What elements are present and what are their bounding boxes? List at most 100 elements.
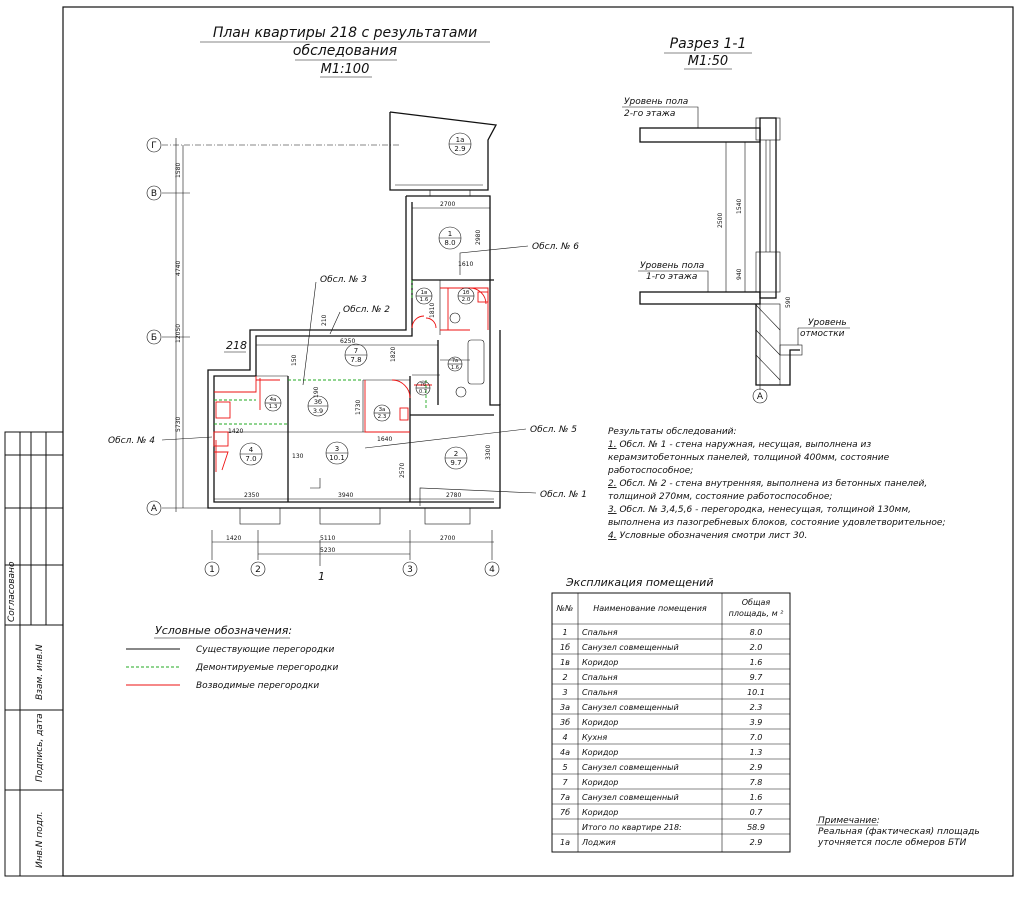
section-dim-590: 590 xyxy=(785,296,792,308)
plan-title: План квартиры 218 с результатами обследо… xyxy=(200,25,490,78)
cell-num: 7 xyxy=(562,778,568,787)
dim-210: 210 xyxy=(321,314,328,326)
results-line-4: 2. Обсл. № 2 - стена внутренняя, выполне… xyxy=(608,479,927,489)
results-line-2: керамзитобетонных панелей, толщиной 400м… xyxy=(608,453,890,463)
cell-name: Спальня xyxy=(582,628,618,637)
svg-text:2: 2 xyxy=(454,450,458,458)
plan-title-line1: План квартиры 218 с результатами xyxy=(213,25,477,41)
dim-2570: 2570 xyxy=(399,463,406,478)
axis-row-a xyxy=(146,500,162,516)
cell-area: 7.0 xyxy=(750,733,763,742)
cell-name: Кухня xyxy=(582,733,607,742)
axis-col-4 xyxy=(484,561,500,577)
cell-area: 2.0 xyxy=(750,643,763,652)
cell-num: 5 xyxy=(562,763,567,772)
cell-area: 1.6 xyxy=(750,793,763,802)
cell-num: 2 xyxy=(562,673,567,682)
section-axis-a-label: А xyxy=(757,392,764,402)
section-scale: М1:50 xyxy=(688,54,728,69)
dim-1820: 1820 xyxy=(390,347,397,362)
cell-name: Коридор xyxy=(582,658,618,667)
cell-name: Санузел совмещенный xyxy=(582,643,679,652)
dim-3940: 3940 xyxy=(338,492,353,499)
svg-text:7а: 7а xyxy=(452,358,458,364)
callout-obsl-6: Обсл. № 6 xyxy=(459,242,579,275)
level-ground-line1: Уровень xyxy=(808,318,847,328)
section-dim-2500: 2500 xyxy=(717,213,724,228)
svg-text:Обсл. № 3: Обсл. № 3 xyxy=(320,275,367,285)
explication-header-num: №№ xyxy=(556,604,574,613)
dim-left-4740: 4740 xyxy=(175,261,182,276)
cell-area: 1.3 xyxy=(750,748,763,757)
room-marker-1a: 1а 2.9 xyxy=(448,132,472,156)
svg-text:2.0: 2.0 xyxy=(462,297,471,303)
explication-header-area-1: Общая xyxy=(742,598,771,607)
explication-header-area-2: площадь, м ² xyxy=(729,609,785,618)
svg-text:1б: 1б xyxy=(463,290,470,296)
svg-text:Обсл. № 1: Обсл. № 1 xyxy=(540,490,587,500)
cell-area: 1.6 xyxy=(750,658,763,667)
cell-num: 7а xyxy=(560,793,570,802)
room-marker-1: 1 8.0 xyxy=(438,226,462,250)
dim-2980: 2980 xyxy=(475,230,482,245)
cell-name: Итого по квартире 218: xyxy=(582,823,682,832)
results-line-8: 4. Условные обозначения смотри лист 30. xyxy=(608,531,807,541)
legend-title: Условные обозначения: xyxy=(155,624,292,637)
room-marker-3a: 3а 2.3 xyxy=(373,404,391,422)
floor-plan: Г В Б А 1580 4740 12050 5730 xyxy=(108,111,587,583)
axis-col-4-label: 4 xyxy=(489,565,495,575)
cell-name: Спальня xyxy=(582,673,618,682)
cell-num: 3 xyxy=(562,688,567,697)
dim-6250: 6250 xyxy=(340,338,355,345)
dim-bottom-5230: 5230 xyxy=(320,547,335,554)
section-drawing: А Уровень пола 2-го этажа Уровень пола 1… xyxy=(622,97,850,404)
stamp-label-podpis: Подпись, дата xyxy=(35,713,45,782)
note: Примечание: Реальная (фактическая) площа… xyxy=(816,816,980,848)
svg-text:2.9: 2.9 xyxy=(454,145,465,153)
plan-scale: М1:100 xyxy=(321,62,370,77)
svg-text:1в: 1в xyxy=(421,290,428,296)
cell-name: Коридор xyxy=(582,808,618,817)
svg-text:7.0: 7.0 xyxy=(245,455,256,463)
svg-text:1.6: 1.6 xyxy=(420,297,429,303)
dim-left-1580: 1580 xyxy=(175,163,182,178)
cell-name: Санузел совмещенный xyxy=(582,763,679,772)
cell-num: 1в xyxy=(560,658,570,667)
svg-text:1.3: 1.3 xyxy=(269,404,278,410)
dim-2350: 2350 xyxy=(244,492,259,499)
explication-title: Экспликация помещений xyxy=(565,576,714,589)
dim-3300: 3300 xyxy=(485,445,492,460)
svg-text:7б: 7б xyxy=(420,382,426,388)
dim-left-5730: 5730 xyxy=(175,417,182,432)
axis-row-b xyxy=(146,329,162,345)
axis-row-b-label: Б xyxy=(151,333,157,343)
callout-obsl-2: Обсл. № 2 xyxy=(329,305,390,335)
dim-1730: 1730 xyxy=(355,400,362,415)
svg-text:0.7: 0.7 xyxy=(419,389,427,395)
axis-col-2-label: 2 xyxy=(255,565,261,575)
dim-1610: 1610 xyxy=(458,261,473,268)
results-heading: Результаты обследований: xyxy=(608,427,737,437)
note-heading: Примечание: xyxy=(818,816,880,826)
svg-text:10.1: 10.1 xyxy=(329,454,345,462)
section-dim-940: 940 xyxy=(736,268,743,280)
cell-num: 3б xyxy=(560,718,570,727)
cell-area: 3.9 xyxy=(750,718,763,727)
callout-obsl-4: Обсл. № 4 xyxy=(108,436,213,446)
axis-col-2 xyxy=(250,561,266,577)
svg-text:9.7: 9.7 xyxy=(450,459,461,467)
legend-label-new: Возводимые перегородки xyxy=(196,681,319,691)
cell-area: 9.7 xyxy=(750,673,764,682)
results-line-5: толщиной 270мм, состояние работоспособно… xyxy=(608,492,832,502)
svg-text:Обсл. № 4: Обсл. № 4 xyxy=(108,436,155,446)
callout-obsl-1: Обсл. № 1 xyxy=(419,487,587,506)
cell-area: 2.3 xyxy=(750,703,763,712)
